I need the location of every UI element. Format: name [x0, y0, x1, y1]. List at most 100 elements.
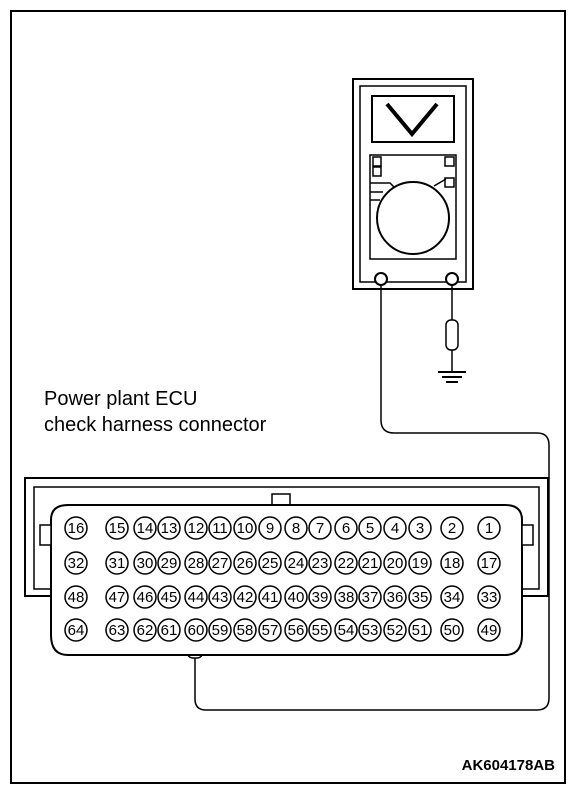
- pin-44: [184, 585, 208, 609]
- pin-51: [408, 618, 432, 642]
- pin-29: [157, 551, 181, 575]
- pin-17: [477, 551, 501, 575]
- pin-label-61: 61: [161, 622, 178, 639]
- pin-label-37: 37: [362, 589, 379, 606]
- pin-label-36: 36: [387, 589, 404, 606]
- pin-54: [334, 618, 358, 642]
- voltmeter-panel: [369, 154, 457, 260]
- pin-label-13: 13: [161, 520, 178, 537]
- pin-30: [133, 551, 157, 575]
- pin-label-56: 56: [288, 622, 305, 639]
- pin-27: [208, 551, 232, 575]
- pin-14: [133, 516, 157, 540]
- pin-34: [440, 585, 464, 609]
- pin-33: [477, 585, 501, 609]
- pin-41: [258, 585, 282, 609]
- pin-9: [258, 516, 282, 540]
- selector-scale-marks: [370, 182, 396, 201]
- pin-label-29: 29: [161, 555, 178, 572]
- pin-label-33: 33: [481, 589, 498, 606]
- connector-face: [50, 504, 523, 656]
- pin-36: [383, 585, 407, 609]
- pin-16: [64, 516, 88, 540]
- pin-64: [64, 618, 88, 642]
- pin-50: [440, 618, 464, 642]
- pin-label-43: 43: [212, 589, 229, 606]
- pin-label-11: 11: [212, 520, 228, 537]
- pin-label-31: 31: [109, 555, 126, 572]
- pin-label-1: 1: [485, 520, 493, 537]
- pin-label-27: 27: [212, 555, 229, 572]
- pin-49: [477, 618, 501, 642]
- pin-43: [208, 585, 232, 609]
- voltmeter-inner-border: [359, 85, 467, 283]
- pin-59: [208, 618, 232, 642]
- pin-label-20: 20: [387, 555, 404, 572]
- pin-22: [334, 551, 358, 575]
- pin-2: [440, 516, 464, 540]
- pin-58: [233, 618, 257, 642]
- pin-label-22: 22: [338, 555, 355, 572]
- pin-label-2: 2: [448, 520, 456, 537]
- pin-56: [284, 618, 308, 642]
- pin-label-34: 34: [444, 589, 461, 606]
- pin-label-42: 42: [237, 589, 254, 606]
- pin-25: [258, 551, 282, 575]
- pin-label-59: 59: [212, 622, 229, 639]
- pin-label-30: 30: [137, 555, 154, 572]
- selector-scale-marks: [433, 178, 447, 187]
- pin-label-39: 39: [312, 589, 329, 606]
- figure-frame: [10, 10, 566, 784]
- pin-label-38: 38: [338, 589, 355, 606]
- selector-dial: [376, 181, 450, 255]
- pin-3: [408, 516, 432, 540]
- pin-label-49: 49: [481, 622, 498, 639]
- pin-label-17: 17: [481, 555, 498, 572]
- pin-label-16: 16: [68, 520, 85, 537]
- pin-label-60: 60: [188, 622, 205, 639]
- pin-5: [358, 516, 382, 540]
- pin-60: [184, 618, 208, 642]
- pin-26: [233, 551, 257, 575]
- pin-label-35: 35: [412, 589, 429, 606]
- pin-label-3: 3: [416, 520, 424, 537]
- pin-61: [157, 618, 181, 642]
- pin-label-10: 10: [237, 520, 254, 537]
- pin-label-64: 64: [68, 622, 85, 639]
- pin-label-40: 40: [288, 589, 305, 606]
- pin-7: [308, 516, 332, 540]
- ground-probe-clip: [445, 319, 459, 351]
- pin-21: [358, 551, 382, 575]
- pin-8: [284, 516, 308, 540]
- pin-39: [308, 585, 332, 609]
- pin-42: [233, 585, 257, 609]
- pin-24: [284, 551, 308, 575]
- pin-label-21: 21: [362, 555, 379, 572]
- pin-63: [105, 618, 129, 642]
- pin-label-53: 53: [362, 622, 379, 639]
- range-indicator-icon: [372, 166, 382, 177]
- pin-28: [184, 551, 208, 575]
- caption-line-1: Power plant ECU: [44, 388, 197, 410]
- pin-label-46: 46: [137, 589, 154, 606]
- pin-label-7: 7: [316, 520, 324, 537]
- pin-label-63: 63: [109, 622, 126, 639]
- pin-38: [334, 585, 358, 609]
- pin-57: [258, 618, 282, 642]
- pin-label-45: 45: [161, 589, 178, 606]
- range-indicator-icon: [444, 177, 455, 188]
- pin-10: [233, 516, 257, 540]
- pin-52: [383, 618, 407, 642]
- com-terminal: [374, 272, 388, 286]
- figure-id: AK604178AB: [462, 757, 556, 774]
- pin-label-4: 4: [391, 520, 399, 537]
- pin-37: [358, 585, 382, 609]
- volt-symbol-icon: [385, 102, 439, 138]
- pin-label-26: 26: [237, 555, 254, 572]
- pin-label-44: 44: [188, 589, 205, 606]
- pin-label-57: 57: [262, 622, 279, 639]
- pin-label-28: 28: [188, 555, 205, 572]
